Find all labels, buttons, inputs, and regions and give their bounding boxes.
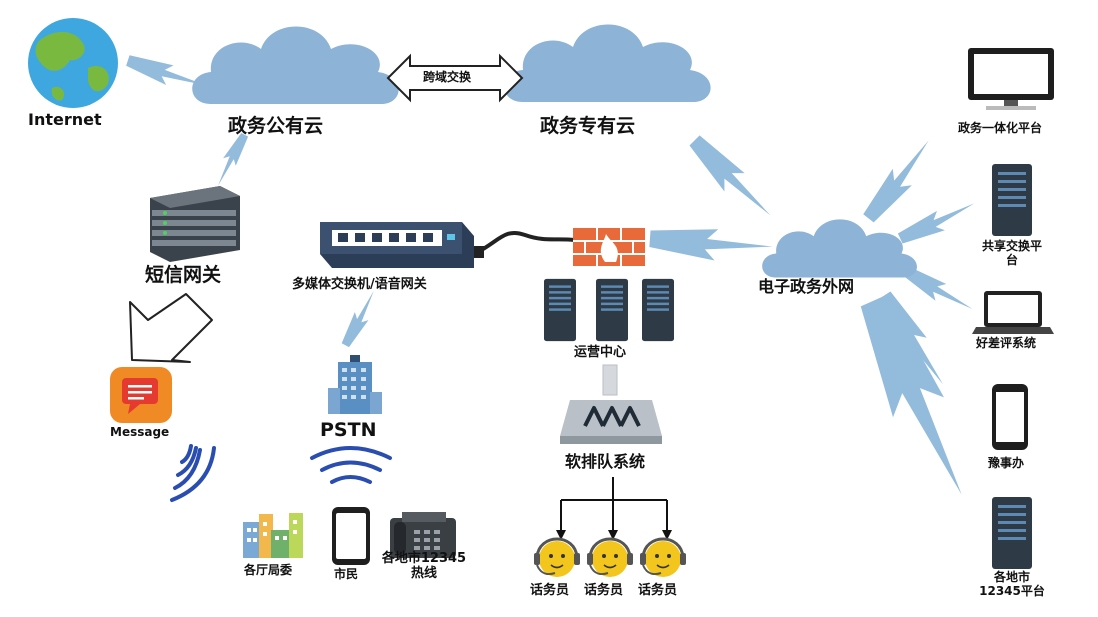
queue-device-icon xyxy=(560,400,662,444)
queue-system-label: 软排队系统 xyxy=(565,452,646,471)
queue-tree-connector xyxy=(560,477,668,532)
private-cloud-label: 政务专有云 xyxy=(540,115,636,137)
sms-gateway-label: 短信网关 xyxy=(145,264,222,286)
globe-icon xyxy=(28,18,118,108)
review-system-laptop-icon xyxy=(972,291,1054,334)
exchange-platform-server-icon xyxy=(992,164,1032,236)
firewall-icon xyxy=(573,228,645,266)
cross-domain-label: 跨域交换 xyxy=(423,70,472,84)
operations-label: 运营中心 xyxy=(574,345,627,360)
operator-icon-3 xyxy=(638,537,688,579)
departments-buildings-icon xyxy=(243,513,303,558)
yushiban-label: 豫事办 xyxy=(988,456,1025,470)
bolt-firewall-extranet xyxy=(648,224,774,265)
bolt-extranet-integrated xyxy=(859,133,940,227)
integrated-platform-label: 政务一体化平台 xyxy=(958,121,1043,135)
operator-label-3: 话务员 xyxy=(638,583,678,598)
pstn-building-icon xyxy=(328,355,382,414)
public-cloud-label: 政务公有云 xyxy=(228,115,324,137)
extranet-cloud-icon xyxy=(762,219,917,278)
bolt-public-sms xyxy=(210,131,251,189)
operator-icon-2 xyxy=(585,537,635,579)
city-platform-server-icon xyxy=(992,497,1032,569)
message-app-icon xyxy=(110,367,172,423)
message-label: Message xyxy=(110,425,170,439)
yushiban-phone-icon xyxy=(992,384,1028,450)
switch-icon xyxy=(320,222,474,268)
extranet-label: 电子政务外网 xyxy=(758,277,855,296)
operations-server-icon-2 xyxy=(596,278,628,342)
operator-label-1: 话务员 xyxy=(530,583,570,598)
citizen-phone-icon xyxy=(332,507,370,565)
internet-label: Internet xyxy=(28,110,102,129)
pstn-label: PSTN xyxy=(320,419,377,441)
switch-cable xyxy=(477,231,576,254)
departments-label: 各厅局委 xyxy=(244,563,293,577)
sms-to-message-arrow xyxy=(129,293,213,363)
operator-icon-1 xyxy=(532,537,582,579)
exchange-platform-label: 共享交换平 台 xyxy=(981,239,1042,267)
citizens-label: 市民 xyxy=(334,567,359,581)
integrated-platform-monitor-icon xyxy=(968,48,1054,110)
city-platform-label: 各地市 12345平台 xyxy=(979,570,1045,598)
bolt-pstn-switch xyxy=(339,287,382,350)
hotline-phone-icon xyxy=(390,512,456,558)
switch-label: 多媒体交换机/语音网关 xyxy=(292,277,427,292)
pstn-signal-icon xyxy=(310,446,392,484)
bolt-private-extranet xyxy=(683,131,779,227)
operations-server-icon-3 xyxy=(642,278,674,342)
public-cloud-icon xyxy=(192,26,399,104)
review-system-label: 好差评系统 xyxy=(976,336,1037,350)
operations-queue-connector xyxy=(602,364,618,396)
operator-label-2: 话务员 xyxy=(584,583,624,598)
private-cloud-icon xyxy=(504,24,711,102)
sms-gateway-server-icon xyxy=(150,186,240,262)
wireless-signal-icon xyxy=(170,444,216,502)
cross-domain-arrow xyxy=(386,53,524,103)
hotline-label: 各地市12345 热线 xyxy=(381,551,467,581)
operations-server-icon-1 xyxy=(544,278,576,342)
